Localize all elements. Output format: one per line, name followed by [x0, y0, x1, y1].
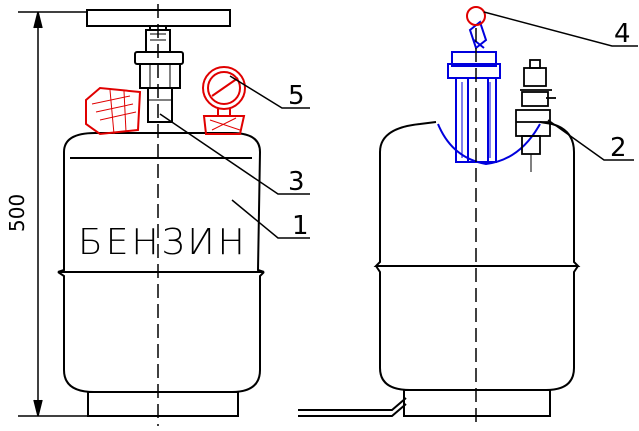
callout-3: 3 [288, 167, 305, 197]
tank-inscription: БЕНЗИН [78, 222, 248, 263]
callout-4: 4 [614, 19, 631, 49]
right-tank-view [298, 121, 581, 417]
height-dimension-label: 500 [5, 194, 29, 232]
callout-1: 1 [292, 211, 309, 241]
callout-2: 2 [610, 133, 627, 163]
callout-leaders-right [483, 11, 638, 161]
ring-4 [466, 6, 486, 26]
left-tank-view [57, 9, 265, 417]
callout-leaders-left [159, 75, 310, 239]
callout-5: 5 [288, 81, 305, 111]
pressure-gauge [202, 66, 246, 135]
valve-fitting [515, 59, 556, 172]
height-dimension [18, 11, 88, 417]
plug-fitting [85, 86, 142, 136]
section-dip-tube [437, 20, 541, 166]
